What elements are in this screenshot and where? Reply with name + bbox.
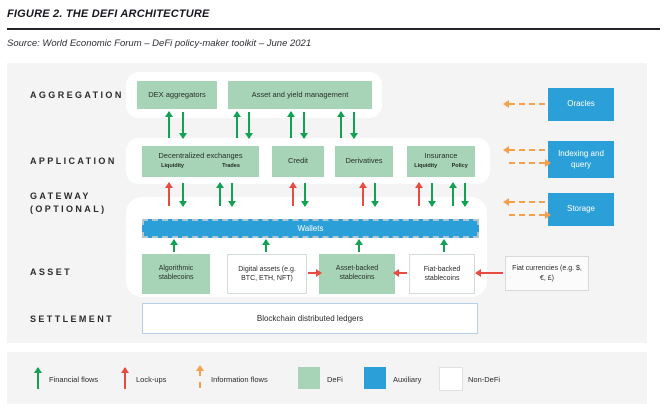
credit-box: Credit: [272, 146, 324, 177]
blockchain-ledgers-box: Blockchain distributed ledgers: [142, 303, 478, 334]
row-label-asset: ASSET: [30, 267, 73, 277]
auxiliary-color-swatch: [364, 367, 386, 389]
financial-flow-down-arrow: [461, 183, 469, 207]
financial-flow-down-arrow: [300, 112, 308, 139]
financial-flows-legend-icon: [34, 367, 42, 389]
information-flow-arrow-out: [503, 198, 545, 206]
lock-up-arrow: [289, 182, 297, 206]
financial-flow-up-arrow: [233, 111, 241, 138]
financial-flow-up-arrow: [337, 111, 345, 138]
lock-up-arrow: [415, 182, 423, 206]
financial-flow-up-arrow: [165, 111, 173, 138]
financial-flow-down-arrow: [350, 112, 358, 139]
fiat-currencies-box: Fiat currencies (e.g. $, €, £): [505, 256, 589, 291]
lock-up-arrow-left: [393, 269, 407, 277]
legend-auxiliary: Auxiliary: [393, 375, 422, 384]
lock-up-arrow-left: [475, 269, 503, 277]
financial-flow-up-arrow: [449, 182, 457, 206]
legend-defi: DeFi: [327, 375, 343, 384]
wallets-bar: Wallets: [142, 219, 479, 238]
figure-source: Source: World Economic Forum – DeFi poli…: [7, 38, 312, 49]
box-title: Insurance: [424, 151, 458, 160]
asset-yield-management-box: Asset and yield management: [228, 81, 372, 109]
defi-color-swatch: [298, 367, 320, 389]
box-title: Derivatives: [345, 156, 383, 165]
financial-flow-down-arrow: [245, 112, 253, 139]
box-title: Decentralized exchanges: [158, 151, 243, 160]
asset-backed-stablecoins-box: Asset-backed stablecoins: [319, 254, 395, 294]
financial-flow-down-arrow: [179, 112, 187, 139]
insurance-box: Insurance Liquidity Policy: [407, 146, 475, 177]
financial-flow-up-arrow: [262, 239, 270, 252]
information-flow-arrow-out: [503, 146, 545, 154]
financial-flow-down-arrow: [228, 183, 236, 207]
sub-label-liquidity: Liquidity: [161, 163, 184, 169]
row-label-gateway: GATEWAY: [30, 191, 91, 201]
figure-title: FIGURE 2. THE DEFI ARCHITECTURE: [7, 8, 210, 20]
financial-flow-down-arrow: [179, 183, 187, 207]
information-flow-arrow-in: [509, 211, 551, 219]
non-defi-color-swatch: [439, 367, 463, 391]
box-title: Credit: [287, 156, 308, 165]
financial-flow-up-arrow: [170, 239, 178, 252]
financial-flow-down-arrow: [301, 183, 309, 207]
financial-flow-down-arrow: [371, 183, 379, 207]
algorithmic-stablecoins-box: Algorithmic stablecoins: [142, 254, 210, 294]
financial-flow-up-arrow: [287, 111, 295, 138]
lock-up-arrow: [359, 182, 367, 206]
oracles-box: Oracles: [548, 88, 614, 121]
information-flows-legend-icon: [196, 365, 204, 388]
information-flow-arrow-out: [503, 100, 545, 108]
financial-flow-up-arrow: [216, 182, 224, 206]
storage-box: Storage: [548, 193, 614, 226]
title-divider: [7, 28, 660, 30]
legend-information-flows: Information flows: [211, 375, 268, 384]
lock-up-arrow-right: [308, 269, 322, 277]
legend-lock-ups: Lock-ups: [136, 375, 167, 384]
digital-assets-box: Digital assets (e.g. BTC, ETH, NFT): [227, 254, 307, 294]
financial-flow-up-arrow: [355, 239, 363, 252]
sub-label-trades: Trades: [222, 163, 240, 169]
lock-ups-legend-icon: [121, 367, 129, 389]
legend-financial-flows: Financial flows: [49, 375, 99, 384]
legend-panel: Financial flows Lock-ups Information flo…: [7, 352, 647, 404]
indexing-query-box: Indexing and query: [548, 141, 614, 178]
sub-label-policy: Policy: [451, 163, 468, 169]
dex-aggregators-box: DEX aggregators: [137, 81, 217, 109]
row-label-settlement: SETTLEMENT: [30, 314, 114, 324]
row-label-aggregation: AGGREGATION: [30, 90, 124, 100]
decentralized-exchanges-box: Decentralized exchanges Liquidity Trades: [142, 146, 259, 177]
financial-flow-down-arrow: [428, 183, 436, 207]
financial-flow-up-arrow: [440, 239, 448, 252]
architecture-diagram-panel: AGGREGATION APPLICATION GATEWAY (OPTIONA…: [7, 63, 647, 343]
row-label-gateway-optional: (OPTIONAL): [30, 204, 107, 214]
row-label-application: APPLICATION: [30, 156, 117, 166]
derivatives-box: Derivatives: [335, 146, 393, 177]
sub-label-liquidity: Liquidity: [414, 163, 438, 169]
legend-non-defi: Non-DeFi: [468, 375, 501, 384]
fiat-backed-stablecoins-box: Fiat-backed stablecoins: [409, 254, 475, 294]
lock-up-arrow: [165, 182, 173, 206]
information-flow-arrow-in: [509, 159, 551, 167]
